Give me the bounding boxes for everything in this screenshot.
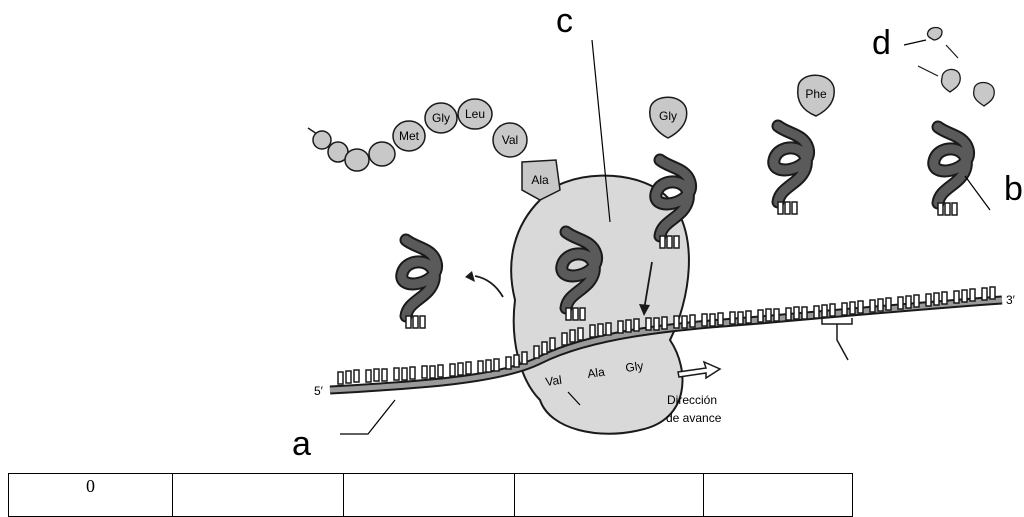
answer-cell-4 <box>515 474 704 517</box>
decoded-ala: Ala <box>586 365 605 381</box>
direction-line1: Dirección <box>667 393 717 407</box>
label-d: d <box>872 26 891 60</box>
answer-cell-1: 0 <box>9 474 173 517</box>
leader-d <box>904 40 926 45</box>
codon-bracket <box>822 318 852 360</box>
phe-label: Phe <box>805 87 827 101</box>
answer-row: 0 <box>9 474 853 517</box>
decoded-gly: Gly <box>624 359 644 375</box>
aa-val: Val <box>502 133 518 147</box>
answer-cell-5 <box>704 474 853 517</box>
free-aa-2 <box>941 69 960 92</box>
answer-cell-2 <box>173 474 344 517</box>
incoming-gly-label: Gly <box>659 109 677 123</box>
trna-free-b <box>934 127 969 215</box>
aa-gly: Gly <box>432 111 450 125</box>
trna-phe <box>774 126 809 214</box>
label-a: a <box>292 427 311 461</box>
answer-table: 0 <box>8 473 853 517</box>
exit-arrow <box>475 276 503 297</box>
trna-exiting <box>402 240 437 328</box>
three-prime-label: 3′ <box>1006 293 1016 307</box>
direction-arrow <box>678 362 720 378</box>
aa-leu: Leu <box>465 107 485 121</box>
label-c: c <box>556 4 573 38</box>
translation-diagram: 5′ 3′ Met Gly Leu Val Ala Gly Phe V <box>0 0 1024 505</box>
free-aa-1 <box>927 28 942 41</box>
free-aa-3 <box>974 83 995 107</box>
leader-a <box>340 400 395 434</box>
answer-cell-3 <box>344 474 515 517</box>
aa-met: Met <box>399 129 420 143</box>
five-prime-label: 5′ <box>314 384 324 398</box>
leader-b <box>965 176 990 210</box>
aa-ala: Ala <box>531 173 549 187</box>
label-b: b <box>1004 172 1023 206</box>
decoded-val: Val <box>544 373 562 389</box>
ribosome <box>511 176 689 434</box>
direction-line2: de avance <box>666 411 722 425</box>
